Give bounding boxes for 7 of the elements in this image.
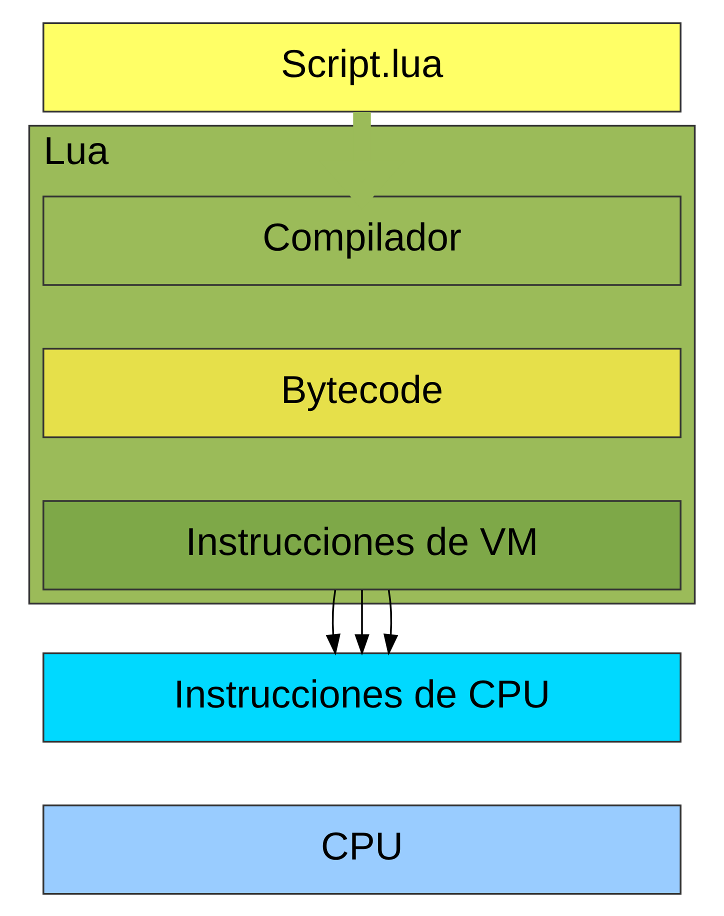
node-box: Instrucciones de CPU xyxy=(42,652,682,742)
node-box: Bytecode xyxy=(42,347,682,438)
node-box: Script.lua xyxy=(42,22,682,112)
arrow xyxy=(354,590,370,655)
node-box: CPU xyxy=(42,804,682,894)
node-box: Compilador xyxy=(42,195,682,286)
node-box: Instrucciones de VM xyxy=(42,500,682,590)
